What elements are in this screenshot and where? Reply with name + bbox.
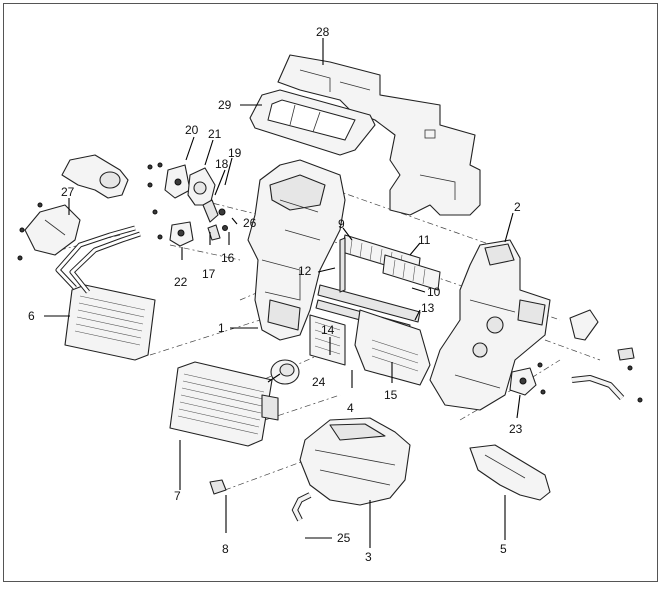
drain-hose-right (569, 309, 635, 401)
actuator-23 (509, 367, 537, 396)
callout-21: 21 (208, 127, 222, 141)
floor-duct (469, 444, 551, 501)
callout-10: 10 (427, 285, 441, 299)
callout-20: 20 (185, 123, 199, 137)
mode-doors (309, 234, 441, 386)
clip-8 (209, 479, 227, 495)
callout-29: 29 (218, 98, 232, 112)
mode-actuator (164, 164, 191, 199)
callout-24: 24 (312, 375, 326, 389)
callout-15: 15 (384, 388, 398, 402)
heater-case-right (429, 239, 551, 411)
callout-25: 25 (337, 531, 351, 545)
callout-17: 17 (202, 267, 216, 281)
callout-3: 3 (365, 550, 372, 564)
leader-lines (44, 38, 521, 548)
callout-4: 4 (347, 401, 354, 415)
callout-2: 2 (514, 200, 521, 214)
heater-core (55, 225, 156, 361)
callout-8: 8 (222, 542, 229, 556)
callout-19: 19 (228, 146, 242, 160)
callout-9: 9 (338, 217, 345, 231)
callout-7: 7 (174, 489, 181, 503)
callout-23: 23 (509, 422, 523, 436)
callout-13: 13 (421, 301, 435, 315)
callout-16: 16 (221, 251, 235, 265)
callout-6: 6 (28, 309, 35, 323)
callout-14: 14 (321, 323, 335, 337)
blower-duct (24, 154, 129, 256)
diagram-border (3, 3, 658, 582)
callout-26: 26 (243, 216, 257, 230)
callout-11: 11 (418, 233, 431, 247)
callout-5: 5 (500, 542, 507, 556)
callout-28: 28 (316, 25, 330, 39)
callout-22: 22 (174, 275, 188, 289)
callout-27: 27 (61, 185, 75, 199)
callout-12: 12 (298, 264, 312, 278)
callout-18: 18 (215, 157, 229, 171)
callout-1: 1 (218, 321, 225, 335)
heater-case-left (247, 159, 346, 341)
intake-actuator (169, 221, 194, 247)
small-links (202, 199, 228, 241)
evaporator-core (169, 361, 279, 447)
screws (17, 162, 643, 403)
callout-labels: 1 2 3 4 5 6 7 8 9 10 11 12 13 14 15 16 1… (28, 25, 523, 564)
gasket-frame (249, 89, 376, 156)
temp-actuator (187, 167, 216, 206)
lower-case (299, 417, 411, 506)
drain-hose (291, 492, 312, 522)
actuator-24 (270, 359, 300, 385)
